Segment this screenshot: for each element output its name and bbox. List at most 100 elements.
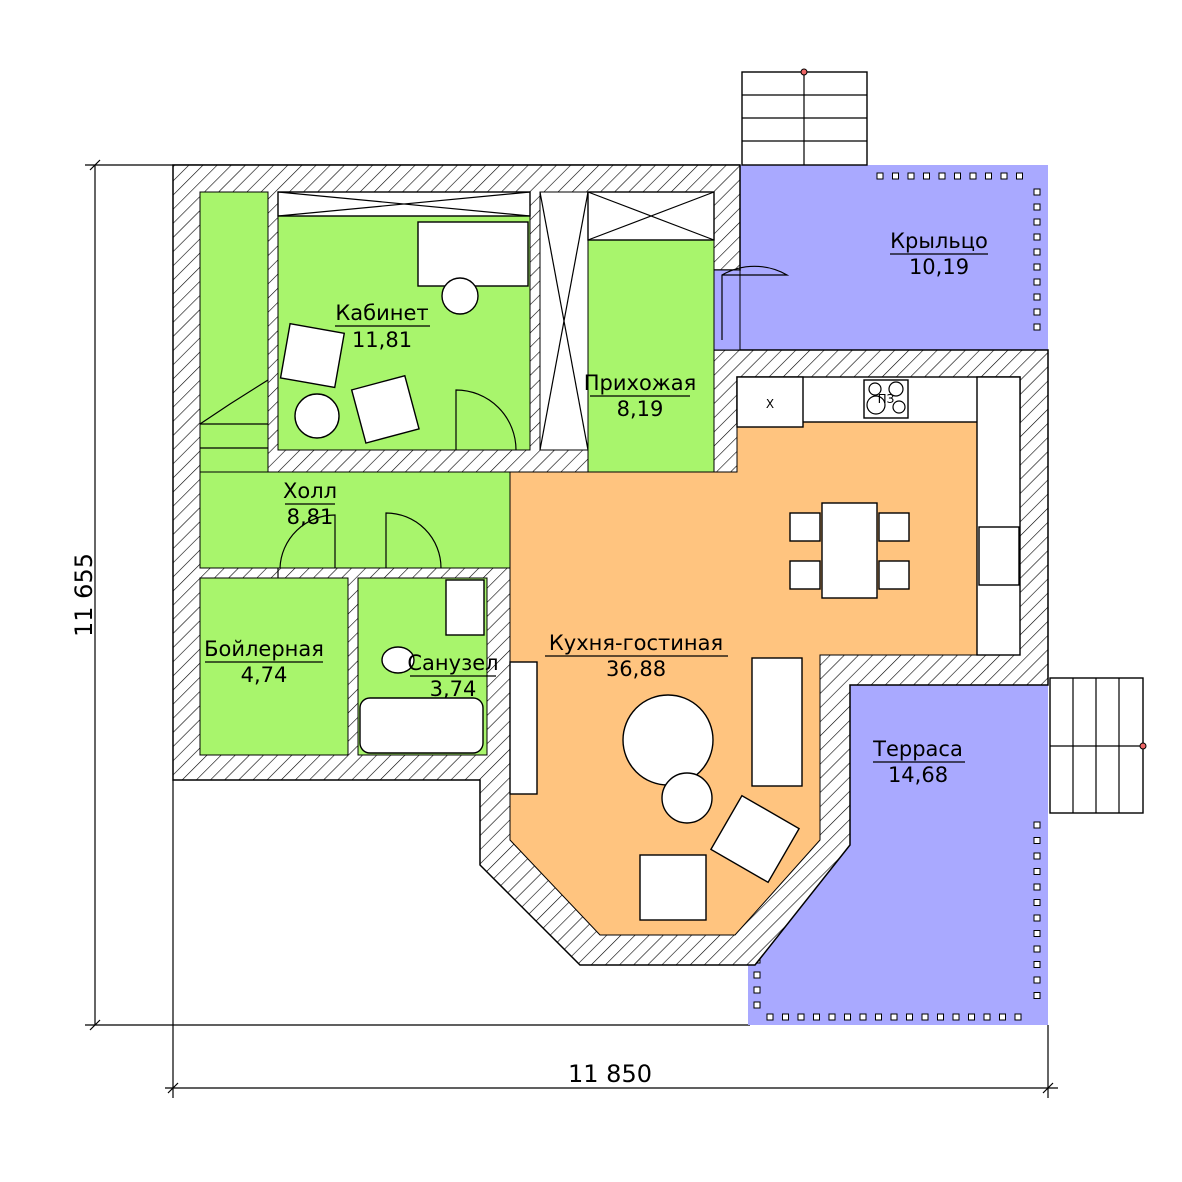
armchair: [279, 322, 346, 389]
entry-door-opening: [713, 269, 741, 351]
dining-table: [821, 502, 878, 599]
svg-text:Прихожая: Прихожая: [584, 371, 696, 395]
railing-post: [999, 1013, 1006, 1021]
svg-text:10,19: 10,19: [909, 255, 969, 279]
railing-post: [1033, 263, 1041, 271]
tv-stand: [509, 661, 538, 795]
svg-text:11,81: 11,81: [352, 328, 412, 352]
room-label-kitchen: Кухня-гостиная 36,88: [545, 631, 728, 681]
railing-post: [937, 1013, 944, 1021]
room-hall: [199, 471, 511, 569]
stair-steps: [199, 379, 269, 449]
svg-text:Терраса: Терраса: [872, 737, 963, 761]
railing-post: [1033, 914, 1041, 922]
railing-post: [859, 1013, 867, 1021]
railing-post: [1016, 172, 1023, 180]
railing-post: [1033, 976, 1041, 984]
railing-post: [969, 172, 977, 180]
stove: ПЗ: [863, 379, 909, 419]
terrace-area: [748, 685, 1048, 1025]
railing-post: [907, 172, 915, 180]
railing-post: [890, 1013, 898, 1021]
porch-stairs: [741, 68, 868, 166]
railing-post: [1033, 930, 1041, 937]
svg-text:14,68: 14,68: [888, 763, 948, 787]
svg-text:3,74: 3,74: [430, 677, 477, 701]
side-table: [294, 393, 340, 439]
dimension-width: 11 850: [165, 780, 1058, 1098]
entry-door[interactable]: [721, 265, 790, 340]
railing-post: [1033, 868, 1041, 875]
railing-post: [1014, 1013, 1022, 1021]
round-table: [622, 694, 714, 786]
washbasin: [445, 579, 485, 636]
svg-text:Санузел: Санузел: [407, 651, 498, 675]
railing-post: [828, 1013, 836, 1021]
width-label: 11 850: [568, 1060, 652, 1088]
room-label-terrace: Терраса 14,68: [872, 737, 965, 787]
chair: [878, 560, 910, 590]
railing-post: [1033, 188, 1041, 196]
chair: [789, 512, 821, 542]
svg-text:Кухня-гостиная: Кухня-гостиная: [549, 631, 723, 655]
chair: [878, 512, 910, 542]
bathtub: [359, 697, 484, 754]
railing-post: [1033, 233, 1041, 241]
boiler-door[interactable]: [277, 514, 336, 578]
railing-post: [1033, 945, 1041, 953]
bathroom-door[interactable]: [385, 512, 442, 569]
railing-post: [766, 1013, 774, 1021]
room-label-study: Кабинет 11,81: [335, 301, 430, 352]
svg-text:Бойлерная: Бойлерная: [204, 637, 324, 661]
toilet: [381, 646, 415, 674]
railing-post: [1033, 218, 1041, 226]
railing-post: [753, 1001, 761, 1009]
railing-post: [1033, 278, 1041, 286]
railing-post: [1033, 821, 1041, 829]
railing-post: [1033, 203, 1041, 211]
railing-post: [1033, 248, 1041, 256]
railing-post: [1033, 293, 1041, 301]
svg-text:8,81: 8,81: [287, 505, 334, 529]
railing-post: [1000, 172, 1008, 180]
sofa: [751, 657, 803, 787]
height-label: 11 655: [70, 553, 98, 637]
kitchen-counter-side: [976, 376, 1021, 656]
railing-post: [813, 1013, 820, 1021]
room-label-bathroom: Санузел 3,74: [407, 651, 498, 701]
railing-post: [753, 971, 761, 979]
railing-post: [1033, 992, 1041, 999]
stove-label: ПЗ: [878, 392, 895, 406]
room-label-hallway: Прихожая 8,19: [584, 371, 696, 421]
svg-text:8,19: 8,19: [617, 397, 664, 421]
coffee-table: [661, 772, 713, 824]
railing-post: [954, 172, 961, 180]
railing-post: [1033, 308, 1041, 316]
railing-post: [985, 172, 992, 180]
room-boiler: [199, 577, 349, 756]
railing-post: [938, 172, 946, 180]
fridge-cabinet: [736, 376, 804, 428]
railing-post: [1033, 852, 1041, 860]
railing-post: [1033, 323, 1041, 331]
armchair: [709, 794, 801, 884]
railing-post: [968, 1013, 975, 1021]
staircase: [199, 191, 269, 473]
railing-post: [844, 1013, 851, 1021]
railing-post: [797, 1013, 805, 1021]
svg-text:36,88: 36,88: [606, 657, 666, 681]
study-door[interactable]: [455, 389, 517, 451]
armchair: [639, 854, 707, 921]
railing-post: [923, 172, 930, 180]
railing-post: [921, 1013, 929, 1021]
railing-post: [1033, 837, 1041, 844]
railing-post: [875, 1013, 882, 1021]
kitchen-sink: [978, 526, 1020, 586]
cabinet-label: X: [766, 397, 774, 411]
room-label-porch: Крыльцо 10,19: [890, 229, 988, 279]
railing-post: [1033, 899, 1041, 906]
chair: [789, 560, 821, 590]
desk: [417, 221, 529, 287]
svg-text:Крыльцо: Крыльцо: [890, 229, 988, 253]
